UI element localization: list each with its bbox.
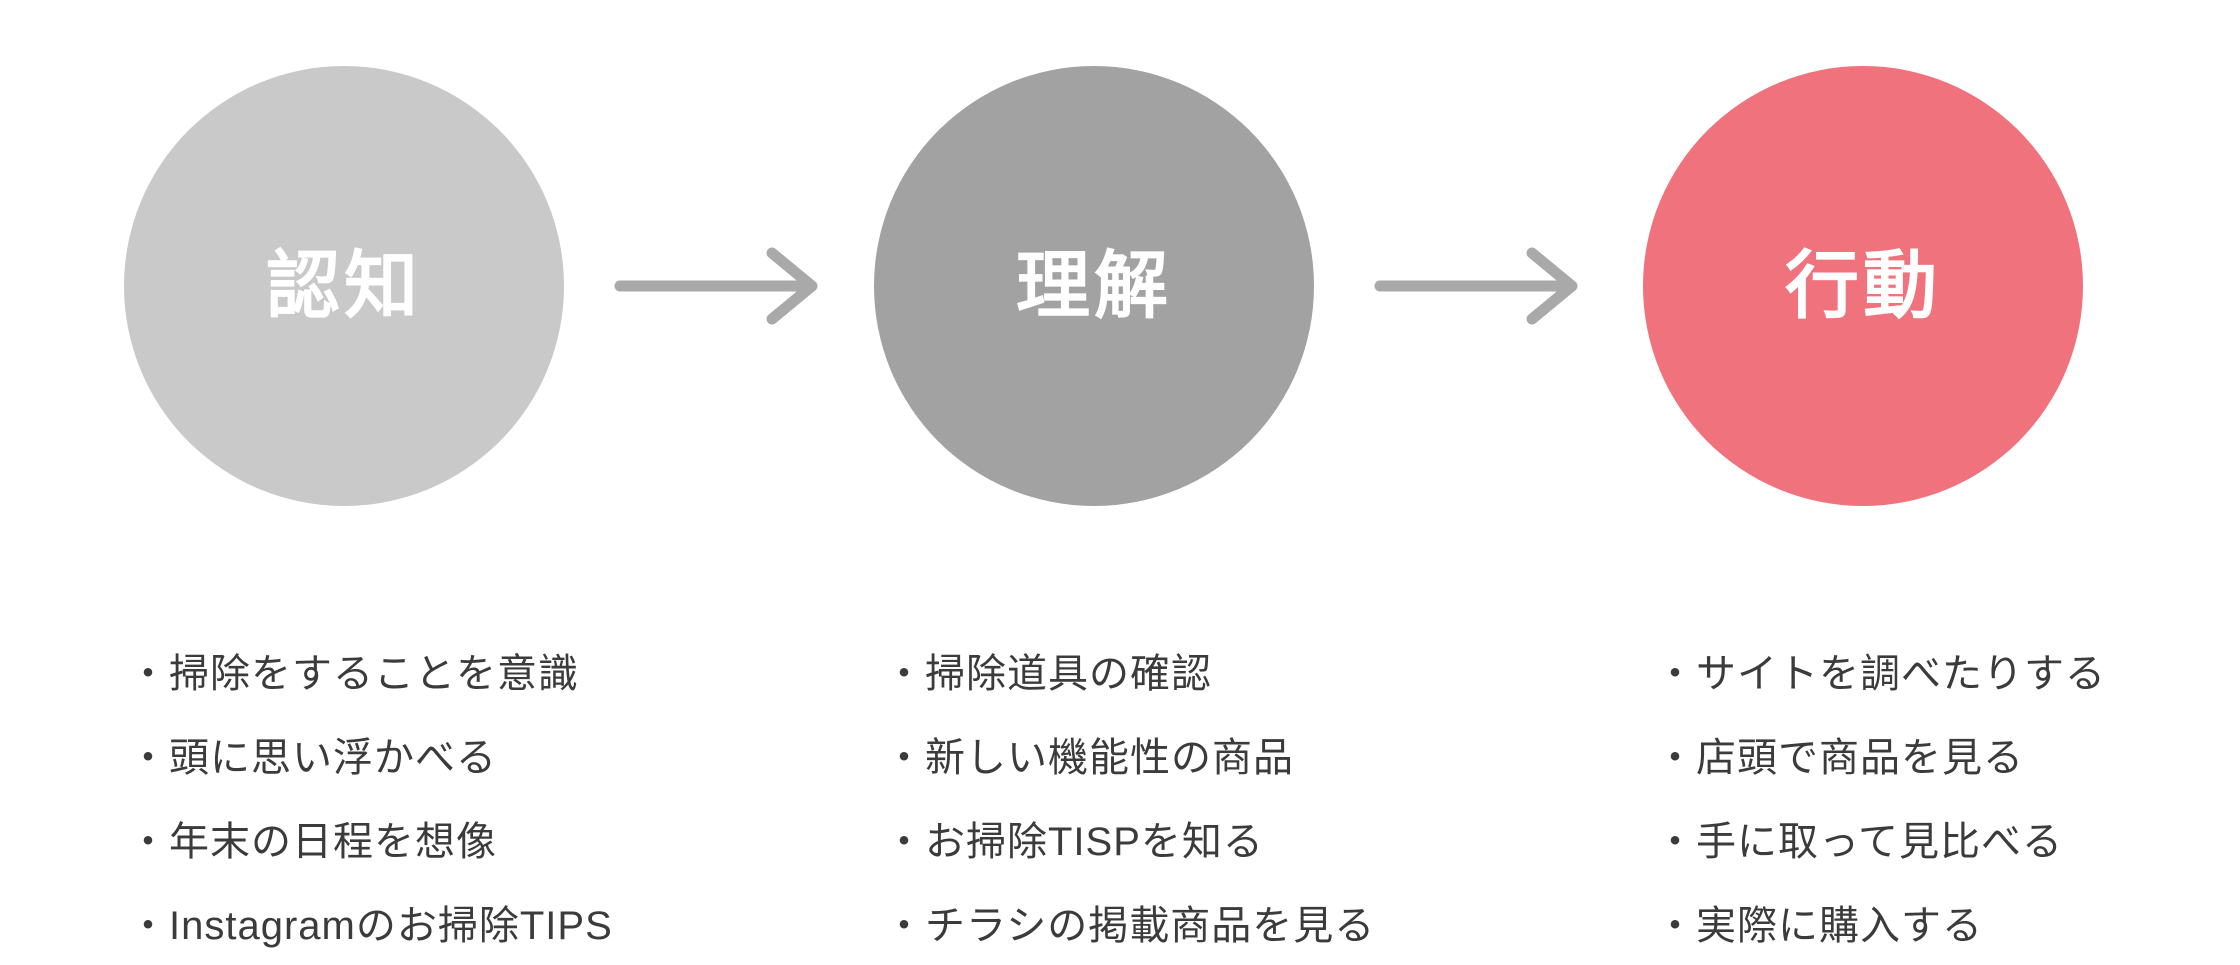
stage-list-action: ・サイトを調べたりする ・店頭で商品を見る ・手に取って見比べる ・実際に購入す… [1655, 628, 2106, 964]
stage-list-understanding: ・掃除道具の確認 ・新しい機能性の商品 ・お掃除TISPを知る ・チラシの掲載商… [884, 628, 1375, 964]
stage-list-awareness: ・掃除をすることを意識 ・頭に思い浮かべる ・年末の日程を想像 ・Instagr… [128, 628, 613, 964]
journey-item: ・手に取って見比べる [1655, 820, 2063, 864]
journey-item: ・掃除をすることを意識 [128, 652, 579, 696]
journey-item: ・店頭で商品を見る [1655, 736, 2024, 780]
stage-circle-action: 行動 [1643, 66, 2083, 506]
arrow-right-icon [612, 241, 832, 336]
journey-item: ・新しい機能性の商品 [884, 736, 1294, 780]
stage-circle-understanding: 理解 [874, 66, 1314, 506]
stage-circle-awareness: 認知 [124, 66, 564, 506]
journey-item: ・チラシの掲載商品を見る [884, 904, 1376, 948]
arrow-right-icon [1372, 241, 1592, 336]
journey-item: ・掃除道具の確認 [884, 652, 1212, 696]
stage-label-action: 行動 [1785, 244, 1941, 327]
stage-label-understanding: 理解 [1016, 244, 1172, 327]
journey-item: ・サイトを調べたりする [1655, 652, 2106, 696]
journey-item: ・お掃除TISPを知る [884, 820, 1264, 864]
journey-item: ・Instagramのお掃除TIPS [128, 904, 613, 948]
journey-item: ・実際に購入する [1655, 904, 1983, 948]
journey-item: ・頭に思い浮かべる [128, 736, 497, 780]
journey-item: ・年末の日程を想像 [128, 820, 497, 864]
stage-label-awareness: 認知 [266, 244, 422, 327]
